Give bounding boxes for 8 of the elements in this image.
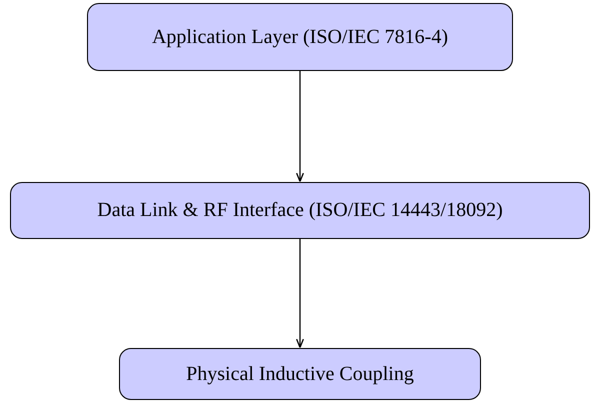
box-label: Physical Inductive Coupling [186, 362, 414, 386]
arrow [296, 71, 304, 182]
box-label: Application Layer (ISO/IEC 7816-4) [152, 24, 448, 50]
process-box [87, 3, 513, 71]
process-box [119, 348, 481, 400]
arrow [296, 239, 304, 348]
process-box [10, 182, 590, 239]
box-label: Data Link & RF Interface (ISO/IEC 14443/18092) [97, 198, 503, 223]
